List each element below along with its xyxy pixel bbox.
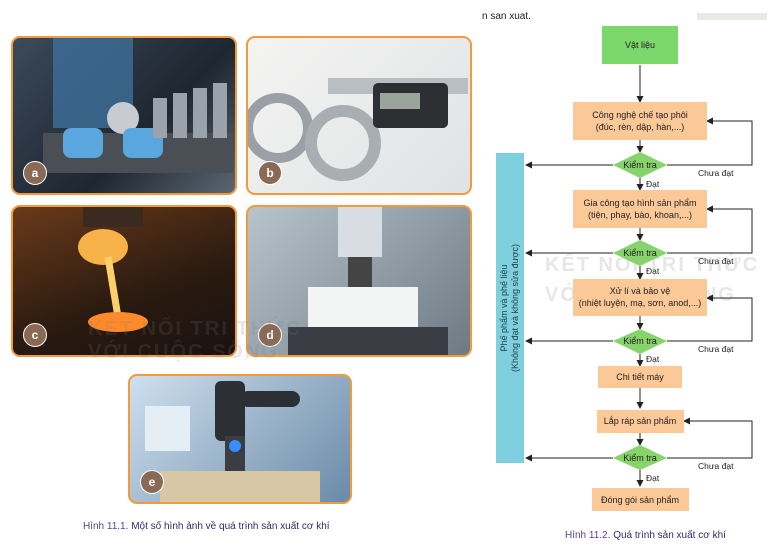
caption-left: Hình 11.1. Một số hình ảnh về quá trình … — [83, 521, 330, 532]
photo-c-tag: c — [23, 323, 47, 347]
engine-illustration — [43, 38, 233, 173]
watermark-left-line1: KẾT NỐI TRI THỨC — [88, 318, 303, 340]
box-step2 — [573, 190, 707, 228]
box-pack — [592, 488, 689, 511]
photo-b-caliper: b — [246, 36, 472, 195]
check-diamond-3 — [613, 329, 667, 354]
fail-label-3: Chưa đạt — [698, 344, 734, 354]
pass-label-1: Đạt — [646, 179, 660, 189]
photo-a-tag: a — [23, 161, 47, 185]
caption-left-label: Hình 11.1. — [83, 521, 129, 532]
caption-left-text: Một số hình ảnh về quá trình sản xuất cơ… — [131, 521, 330, 532]
top-note: n san xuat. — [482, 11, 531, 22]
caliper-illustration — [248, 78, 468, 181]
watermark-left: KẾT NỐI TRI THỨC VỚI CUỘC SỐNG — [88, 318, 302, 364]
flow-step2-line2: (tiện, phay, bào, khoan,...) — [588, 210, 692, 220]
watermark-right-line1: KẾT NỐI TRI THỨC — [545, 254, 760, 276]
photo-e-robot: e — [128, 374, 352, 504]
fail-label-4: Chưa đạt — [698, 461, 734, 471]
box-start — [602, 26, 678, 64]
milling-illustration — [288, 207, 448, 355]
flow-start-label: Vật liệu — [625, 40, 655, 50]
photo-d-tag: d — [258, 323, 282, 347]
box-assembly — [597, 410, 684, 433]
photo-e-tag: e — [140, 470, 164, 494]
fail-label-2: Chưa đạt — [698, 256, 734, 266]
flow-part-label: Chi tiết máy — [616, 372, 664, 382]
top-bar-decoration — [697, 13, 767, 20]
casting-illustration — [78, 207, 148, 332]
pass-label-4: Đạt — [646, 473, 660, 483]
photo-c-casting: c — [11, 205, 237, 357]
caption-right-text: Quá trình sản xuất cơ khí — [613, 530, 726, 541]
box-step3 — [573, 279, 707, 316]
check-diamond-2 — [613, 240, 667, 266]
check-label-1: Kiểm tra — [623, 160, 657, 170]
check-diamond-4 — [613, 445, 667, 470]
check-label-4: Kiểm tra — [623, 453, 657, 463]
flow-step3-line2: (nhiệt luyện, mạ, sơn, anod,...) — [579, 298, 701, 308]
caption-right-label: Hình 11.2. — [565, 530, 611, 541]
check-label-2: Kiểm tra — [623, 248, 657, 258]
fail-label-1: Chưa đạt — [698, 168, 734, 178]
flow-pack-label: Đóng gói sản phẩm — [601, 495, 679, 505]
flow-step1-line1: Công nghệ chế tạo phôi — [592, 110, 688, 120]
pass-label-3: Đạt — [646, 354, 660, 364]
check-diamond-1 — [613, 152, 667, 178]
box-part — [598, 366, 682, 388]
box-step1 — [573, 102, 707, 140]
photo-b-tag: b — [258, 161, 282, 185]
pass-label-2: Đạt — [646, 266, 660, 276]
photo-d-milling: d — [246, 205, 472, 357]
check-label-3: Kiểm tra — [623, 336, 657, 346]
watermark-left-line2: VỚI CUỘC SỐNG — [88, 341, 279, 363]
caption-right: Hình 11.2. Quá trình sản xuất cơ khí — [565, 530, 726, 541]
flow-step1-line2: (đúc, rèn, dập, hàn,...) — [596, 122, 685, 132]
flow-step3-line1: Xử lí và bảo vệ — [610, 286, 671, 296]
flow-step2-line1: Gia công tạo hình sản phẩm — [583, 198, 696, 208]
flow-assembly-label: Lắp ráp sản phẩm — [604, 416, 677, 426]
scrap-sidebar: Phế phẩm và phế liệu (Không đạt và không… — [496, 153, 524, 463]
photo-a-machining: a — [11, 36, 237, 195]
robot-illustration — [145, 381, 320, 502]
